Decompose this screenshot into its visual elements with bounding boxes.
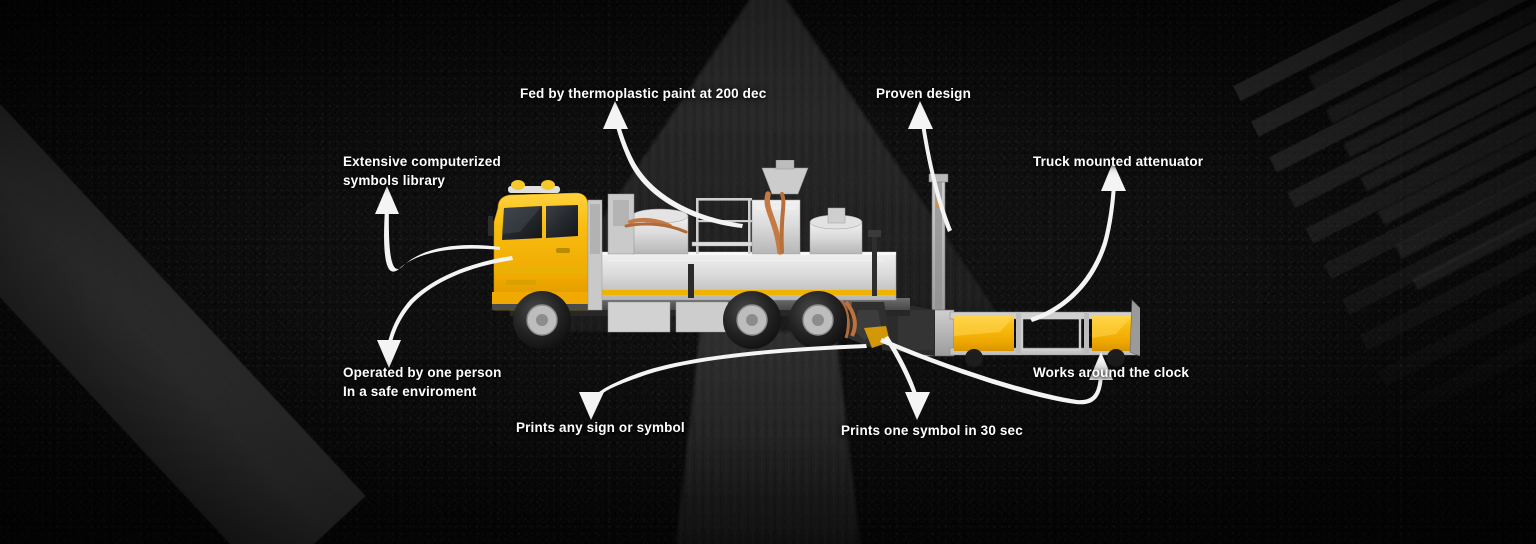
callout-extensive-computerized-symbols-library: Extensive computerized symbols library [343,154,501,189]
callout-prints-one-symbol-in-30-sec: Prints one symbol in 30 sec [841,423,1023,438]
callout-truck-mounted-attenuator: Truck mounted attenuator [1033,154,1204,169]
truck-attenuator-assembly [880,173,1140,357]
callout-works-around-the-clock: Works around the clock [1033,365,1190,380]
callout-fed-by-thermoplastic-paint: Fed by thermoplastic paint at 200 dec [520,86,767,101]
road-marking-truck-illustration [488,160,1140,367]
callout-proven-design: Proven design [876,86,971,101]
callout-prints-any-sign-or-symbol: Prints any sign or symbol [516,420,685,435]
truck-cab [488,180,603,311]
truck-wheels [513,291,1125,367]
callout-operated-by-one-person: Operated by one person In a safe envirom… [343,365,502,400]
